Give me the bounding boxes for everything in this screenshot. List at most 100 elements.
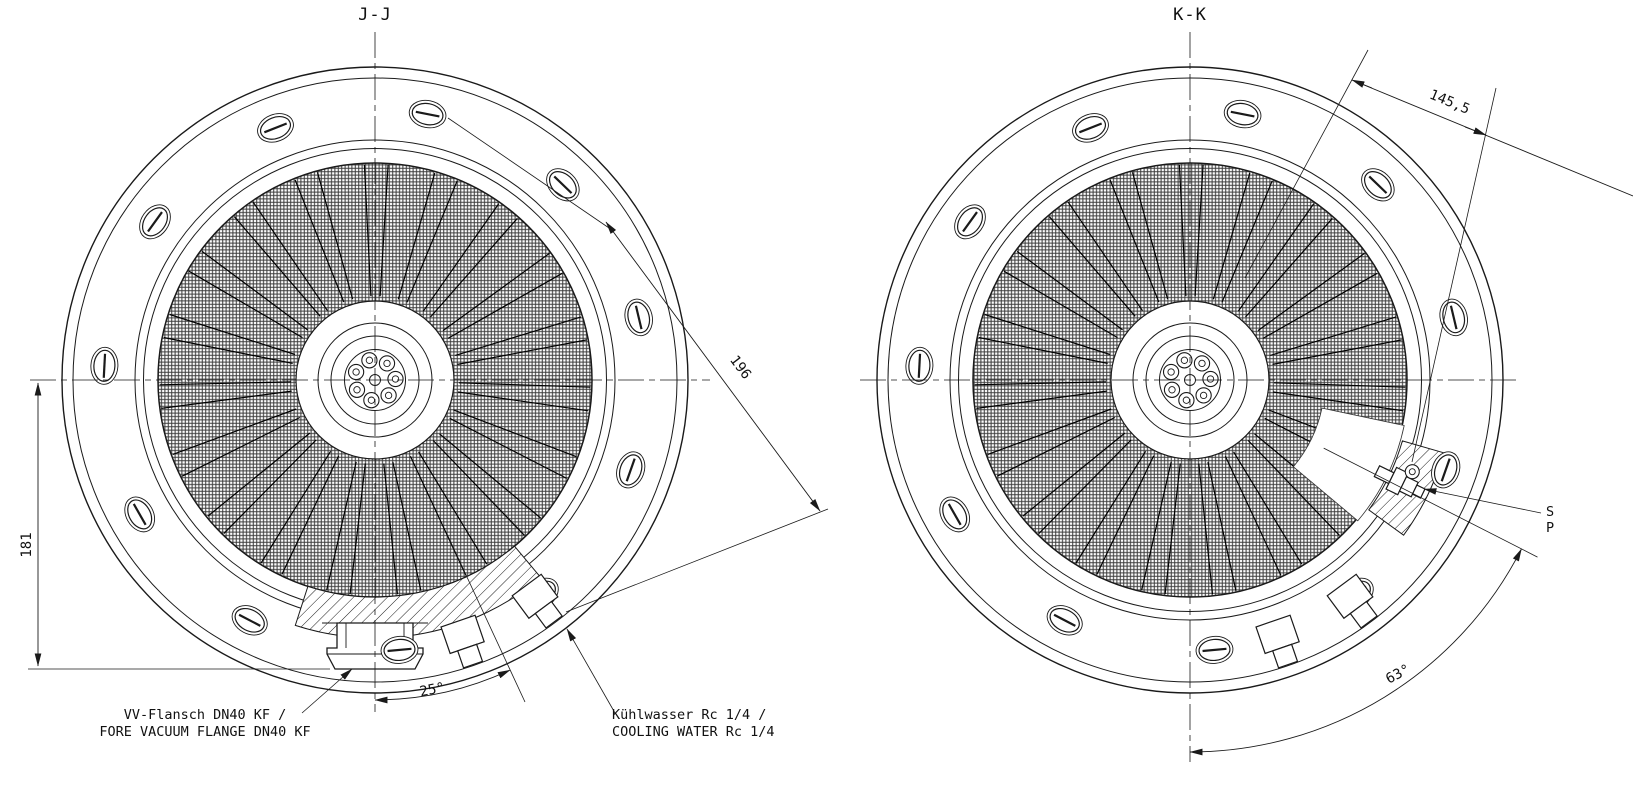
rotor-blade-edge	[1075, 450, 1147, 564]
rotor-blade-edge	[1022, 432, 1126, 517]
rotor-blade-edge	[1245, 217, 1333, 318]
hub-screw	[1198, 359, 1206, 368]
flange-bolt	[616, 451, 646, 489]
label-cooling-water: Kühlwasser Rc 1/4 / COOLING WATER Rc 1/4	[566, 628, 775, 740]
cooling-plug	[534, 600, 563, 629]
pump-front-view-kk	[860, 32, 1520, 762]
bolt-slot	[917, 353, 922, 378]
dimension-value: 25°	[418, 680, 446, 701]
bolt-slot	[147, 211, 163, 233]
bolt-slot	[387, 647, 412, 653]
leader-line	[1423, 488, 1542, 514]
bolt-slot	[102, 353, 107, 378]
rotor-blade-edge	[181, 416, 301, 477]
bolt-slot	[1078, 122, 1103, 134]
rotor-blade-edge	[1141, 461, 1172, 591]
hub-screw	[383, 359, 391, 368]
rotor-blade-edge	[1272, 339, 1402, 365]
bolt-slot	[962, 211, 978, 233]
rotor-blade-edge	[1164, 463, 1181, 595]
hub-screw	[361, 352, 378, 369]
annotations-jj: J-J 181 196 25° VV-Flansch DN40 KF / FOR…	[19, 5, 829, 740]
rotor-blade-edge	[1109, 179, 1160, 303]
hub-screw	[1193, 355, 1211, 372]
rotor-blade-edge	[418, 451, 488, 565]
bolt-slot	[947, 503, 962, 526]
rotor-blade-edge	[207, 432, 311, 517]
view-title-jj: J-J	[358, 5, 392, 25]
angle-reference-line	[446, 533, 526, 703]
hub-screw	[1180, 356, 1189, 364]
bolt-slot	[553, 175, 573, 194]
rotor-blade-edge	[233, 216, 321, 317]
rotor-blade-edge	[163, 336, 293, 364]
flange-bolt	[954, 204, 986, 240]
rotor-blade-edge	[1067, 201, 1143, 312]
extension-line	[565, 508, 829, 613]
rotor-blade-edge	[349, 463, 366, 595]
rotor-blade-edge	[457, 339, 587, 365]
port-screw	[1404, 464, 1420, 480]
rotor-blade-edge	[161, 390, 292, 409]
flange-bolt	[1223, 99, 1262, 129]
flange-bolt	[1195, 635, 1234, 664]
bolt-slot	[415, 110, 440, 118]
flange-bolt	[624, 298, 653, 337]
rotor-blade-edge	[294, 179, 345, 303]
rotor-blade-edge	[1194, 164, 1204, 297]
rotor-blade-edge	[281, 455, 340, 575]
rotor-blade-edge	[169, 313, 296, 356]
rotor-blade-edge	[1096, 455, 1155, 575]
rotor-blade-edge	[987, 408, 1112, 455]
rotor-blade-edge	[326, 461, 357, 591]
hub-screw	[1176, 352, 1193, 369]
flange-bolt	[90, 346, 119, 385]
rotor-blade-edge	[453, 409, 577, 458]
rotor-blade-edge	[1212, 172, 1251, 300]
rotor-blade-edge	[458, 382, 591, 388]
flange-label-en: FORE VACUUM FLANGE DN40 KF	[99, 724, 310, 740]
bolt-slot	[263, 122, 288, 134]
hub-screw	[367, 396, 376, 404]
rotor-blade-edge	[455, 316, 582, 356]
dimension-arrow	[1464, 126, 1487, 136]
bolt-slot	[1053, 613, 1076, 627]
rotor-blade-edge	[430, 217, 518, 318]
hub-screw	[347, 363, 365, 381]
hub-screw	[380, 387, 397, 404]
hub-screw	[1163, 381, 1181, 398]
rotor-blade-edge	[974, 381, 1107, 386]
rotor-blade-edge	[1016, 250, 1123, 331]
rotor-blade-edge	[422, 203, 500, 312]
rotor-blade-edge	[976, 390, 1107, 409]
flange-bolt	[408, 99, 447, 129]
dimension-line	[605, 221, 821, 512]
hub-screw	[352, 368, 360, 376]
extension-line	[447, 117, 613, 231]
angular-dimension-arc	[1189, 548, 1522, 756]
rotor-blade-edge	[383, 463, 399, 595]
leader-line	[301, 668, 353, 714]
hub-screw	[1206, 375, 1215, 383]
rotor-blade-edge	[316, 172, 354, 300]
cooling-water-block	[440, 614, 485, 669]
flange-bolt	[257, 113, 294, 143]
port-screw	[1408, 468, 1416, 476]
rotor-blade-edge	[201, 250, 308, 331]
hub-screw	[378, 355, 396, 372]
rotor-blade-edge	[1003, 270, 1118, 339]
extension-line	[1244, 49, 1369, 279]
flange-bolt	[1431, 451, 1461, 489]
bolt-slot	[1368, 175, 1388, 194]
hub-screw	[1167, 368, 1175, 376]
dimension-value: 63°	[1383, 661, 1413, 687]
rotor-blade-edge	[1038, 439, 1132, 535]
rotor-blade-edge	[223, 439, 317, 535]
rotor-blade-edge	[1178, 164, 1187, 297]
rotor-blade-edge	[1237, 203, 1315, 312]
rotor-blade-edge	[1048, 216, 1136, 317]
extension-line	[1411, 87, 1497, 463]
hub-screw	[353, 386, 361, 394]
